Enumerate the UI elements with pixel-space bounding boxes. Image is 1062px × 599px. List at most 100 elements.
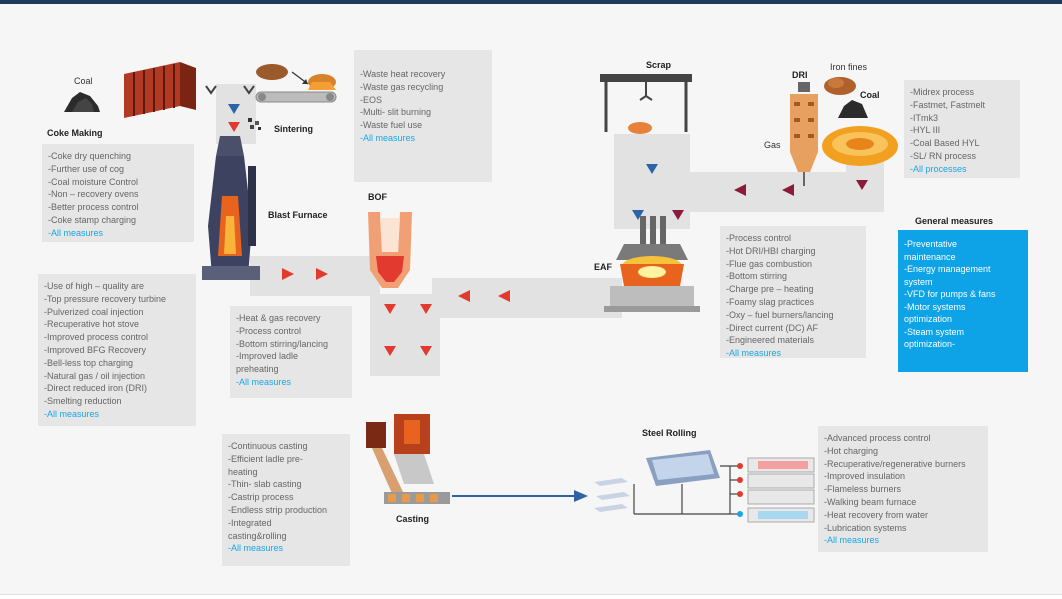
scrap-down-arrow-2 bbox=[632, 210, 644, 220]
eaf-all-measures-link[interactable]: -All measures bbox=[726, 348, 782, 359]
rolling-measure-1: -Advanced process control bbox=[824, 433, 931, 443]
coke-measure-4: -Non – recovery ovens bbox=[48, 189, 139, 200]
dri-processes: -Midrex process -Fastmet, Fastmelt -ITmk… bbox=[904, 80, 1020, 178]
sinter-conveyor-icon bbox=[255, 64, 337, 103]
dri-process-4: -HYL III bbox=[910, 125, 941, 136]
general-measure-4: system bbox=[904, 276, 933, 287]
bf-to-bof-arrow-2 bbox=[316, 268, 328, 280]
bf-measure-10: -Smelting reduction bbox=[44, 396, 122, 407]
bf-measure-3: -Pulverized coal injection bbox=[44, 306, 144, 317]
eaf-measure-9: -Engineered materials bbox=[726, 335, 815, 346]
dri-down-arrow bbox=[856, 180, 868, 190]
bf-measure-9: -Direct reduced iron (DRI) bbox=[44, 383, 148, 394]
casting-measures: -Continuous casting -Efficient ladle pre… bbox=[222, 434, 350, 566]
rolling-measure-2: -Hot charging bbox=[824, 445, 879, 456]
casting-all-measures-link[interactable]: -All measures bbox=[228, 543, 284, 554]
sinter-measure-2: -Waste gas recycling bbox=[360, 81, 444, 92]
scrap-down-arrow-1 bbox=[646, 164, 658, 174]
dri-label: DRI bbox=[792, 70, 808, 80]
chevron-arrow-icon bbox=[205, 85, 217, 95]
bof-measure-3: -Bottom stirring/lancing bbox=[236, 338, 329, 349]
sinter-all-measures-link[interactable]: -All measures bbox=[360, 132, 416, 143]
dri-process-2: -Fastmet, Fastmelt bbox=[910, 99, 986, 110]
coal-label-left: Coal bbox=[74, 76, 93, 86]
bof-all-measures-link[interactable]: -All measures bbox=[236, 376, 292, 387]
eaf-measure-4: -Bottom stirring bbox=[726, 271, 788, 282]
bof-measure-4: -Improved ladle bbox=[236, 351, 299, 362]
blast-furnace-label: Blast Furnace bbox=[268, 210, 328, 220]
steel-slabs-icon bbox=[594, 478, 630, 512]
gas-label: Gas bbox=[764, 140, 781, 150]
flow-band-bf-to-bof bbox=[250, 256, 380, 296]
sinter-down-arrow-2 bbox=[228, 122, 240, 132]
general-measure-2: maintenance bbox=[904, 251, 956, 262]
dri-shaft-furnace-icon bbox=[790, 82, 818, 186]
bof-converter-icon bbox=[368, 212, 412, 288]
sinter-measure-4: -Multi- slit burning bbox=[360, 107, 432, 118]
rolling-all-measures-link[interactable]: -All measures bbox=[824, 535, 880, 546]
eaf-measure-7: -Oxy – fuel burners/lancing bbox=[726, 309, 834, 320]
eaf-measure-8: -Direct current (DC) AF bbox=[726, 322, 819, 333]
coke-measure-6: -Coke stamp charging bbox=[48, 214, 137, 225]
scrap-label: Scrap bbox=[646, 60, 672, 70]
bof-measure-1: -Heat & gas recovery bbox=[236, 313, 321, 323]
coke-measure-1: -Coke dry quenching bbox=[48, 151, 132, 161]
general-measure-1: -Preventative bbox=[904, 239, 958, 249]
eaf-measure-6: -Foamy slag practices bbox=[726, 296, 815, 307]
casting-measure-5: -Castrip process bbox=[228, 492, 294, 503]
coke-all-measures-link[interactable]: -All measures bbox=[48, 227, 104, 238]
casting-measure-8: casting&rolling bbox=[228, 530, 287, 541]
bf-measure-4: -Recuperative hot stove bbox=[44, 319, 140, 330]
rolling-measure-7: -Heat recovery from water bbox=[824, 509, 929, 520]
sintering-measures: -Waste heat recovery -Waste gas recyclin… bbox=[354, 50, 492, 182]
sintering-label: Sintering bbox=[274, 124, 314, 134]
rolling-measure-3: -Recuperative/regenerative burners bbox=[824, 458, 966, 469]
bf-measure-8: -Natural gas / oil injection bbox=[44, 370, 146, 381]
dri-process-6: -SL/ RN process bbox=[910, 150, 977, 161]
casting-measure-4: -Thin- slab casting bbox=[228, 479, 302, 490]
bf-measure-5: -Improved process control bbox=[44, 332, 149, 343]
eaf-measure-3: -Flue gas combustion bbox=[726, 258, 813, 269]
coke-oven-icon bbox=[124, 62, 196, 118]
general-measure-6: -Motor systems bbox=[904, 301, 966, 312]
coke-measure-3: -Coal moisture Control bbox=[48, 176, 139, 187]
general-measure-8: -Steam system bbox=[904, 326, 965, 337]
general-measure-7: optimization bbox=[904, 314, 953, 324]
bof-measure-2: -Process control bbox=[236, 325, 302, 336]
eaf-measure-5: -Charge pre – heating bbox=[726, 284, 814, 295]
rolling-mill-icon bbox=[633, 450, 815, 523]
dri-to-eaf-arrow-2 bbox=[782, 184, 794, 196]
coke-measure-5: -Better process control bbox=[48, 202, 139, 213]
bof-measures: -Heat & gas recovery -Process control -B… bbox=[230, 306, 352, 398]
bof-down-arrow-1 bbox=[384, 304, 396, 314]
general-measure-5: -VFD for pumps & fans bbox=[904, 289, 996, 299]
eaf-measures: -Process control -Hot DRI/HBI charging -… bbox=[720, 226, 866, 358]
eaf-to-bof-arrow-1 bbox=[458, 290, 470, 302]
dri-all-processes-link[interactable]: -All processes bbox=[910, 163, 967, 174]
top-bar bbox=[0, 0, 1062, 4]
coke-measure-2: -Further use of cog bbox=[48, 163, 125, 174]
bf-all-measures-link[interactable]: -All measures bbox=[44, 408, 100, 419]
sinter-measure-1: -Waste heat recovery bbox=[360, 69, 446, 79]
bof-down-arrow-3 bbox=[384, 346, 396, 356]
general-measure-3: -Energy management bbox=[904, 264, 991, 274]
bof-measure-5: preheating bbox=[236, 364, 279, 375]
steel-rolling-label: Steel Rolling bbox=[642, 428, 697, 438]
eaf-measure-2: -Hot DRI/HBI charging bbox=[726, 245, 816, 256]
sinter-measure-3: -EOS bbox=[360, 94, 383, 105]
coal-label-right: Coal bbox=[860, 90, 880, 100]
casting-machine-icon bbox=[366, 414, 450, 504]
casting-to-rolling-arrow bbox=[452, 490, 588, 502]
chevron-arrow-icon-2 bbox=[243, 85, 255, 95]
general-measures-panel: -Preventative maintenance -Energy manage… bbox=[898, 230, 1028, 372]
steel-rolling-measures: -Advanced process control -Hot charging … bbox=[818, 426, 988, 552]
dri-process-1: -Midrex process bbox=[910, 87, 975, 97]
blast-furnace-measures: -Use of high – quality are -Top pressure… bbox=[38, 274, 196, 426]
bf-measure-2: -Top pressure recovery turbine bbox=[44, 293, 167, 304]
bf-to-bof-arrow-1 bbox=[282, 268, 294, 280]
rotary-kiln-icon bbox=[822, 126, 898, 166]
dri-process-5: -Coal Based HYL bbox=[910, 138, 980, 149]
eaf-furnace-icon bbox=[604, 216, 700, 312]
bf-measure-6: -Improved BFG Recovery bbox=[44, 344, 147, 355]
dri-process-3: -ITmk3 bbox=[910, 112, 938, 123]
